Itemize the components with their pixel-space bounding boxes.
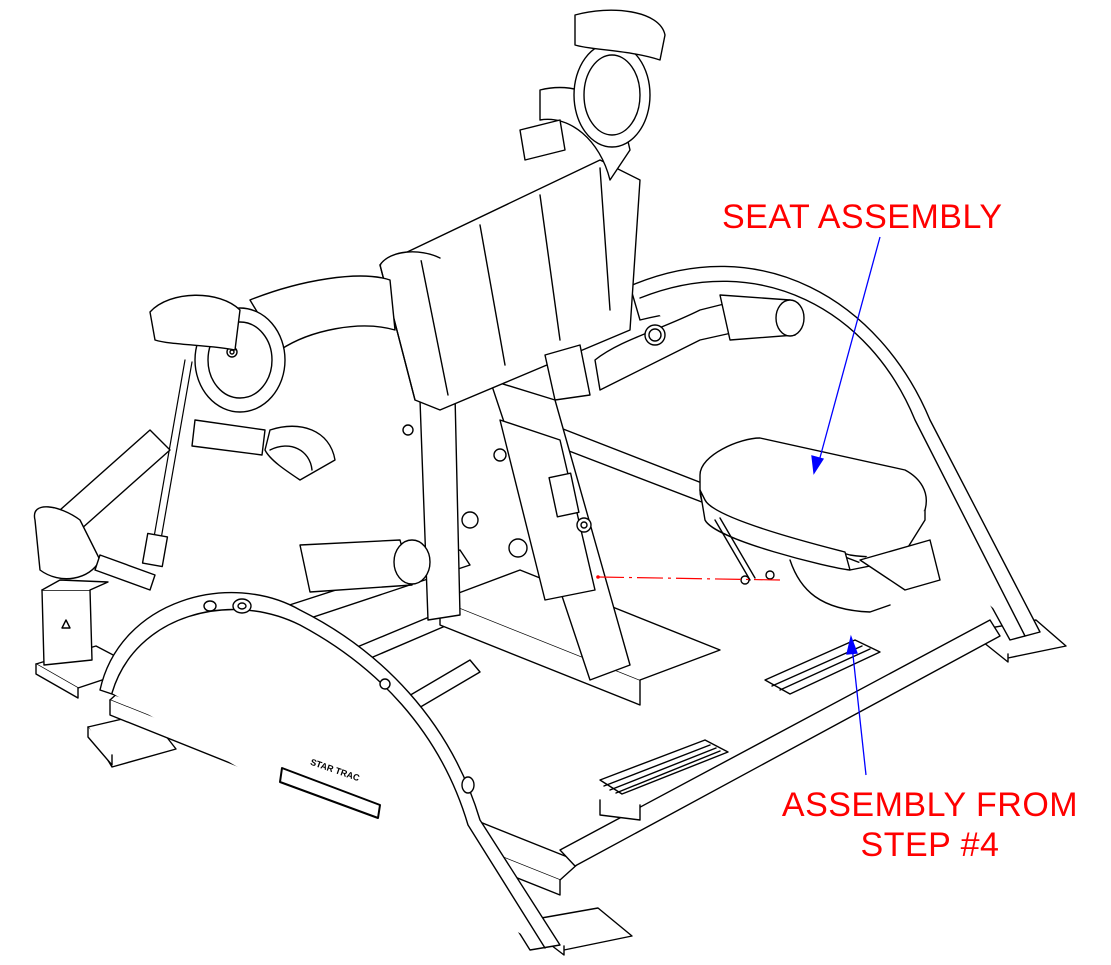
front-arch bbox=[99, 591, 561, 951]
seat-assembly bbox=[699, 437, 941, 613]
step-assembly-label-line2: STEP #4 bbox=[860, 826, 1000, 864]
leader-lines bbox=[811, 236, 881, 776]
step-leader-arrowhead bbox=[846, 634, 858, 655]
step-assembly-label-line1: ASSEMBLY FROM bbox=[781, 786, 1079, 824]
seat-assembly-label-text: SEAT ASSEMBLY bbox=[722, 198, 1003, 236]
step-leader-line bbox=[851, 645, 867, 776]
seat-assembly-label: SEAT ASSEMBLY bbox=[722, 197, 1003, 237]
left-support bbox=[41, 579, 109, 666]
hardware bbox=[379, 324, 666, 690]
machine-frame bbox=[33, 9, 1067, 956]
center-line bbox=[597, 576, 781, 581]
seat-leader-arrowhead bbox=[811, 455, 825, 475]
cable bbox=[141, 359, 193, 568]
left-cam bbox=[149, 294, 336, 481]
seat-leader-line bbox=[817, 236, 881, 466]
brand-plate bbox=[279, 767, 381, 819]
step-assembly-label: ASSEMBLY FROM STEP #4 bbox=[760, 785, 1100, 865]
upper-arm bbox=[249, 9, 666, 351]
center-point bbox=[596, 575, 600, 579]
rollers bbox=[33, 294, 805, 593]
